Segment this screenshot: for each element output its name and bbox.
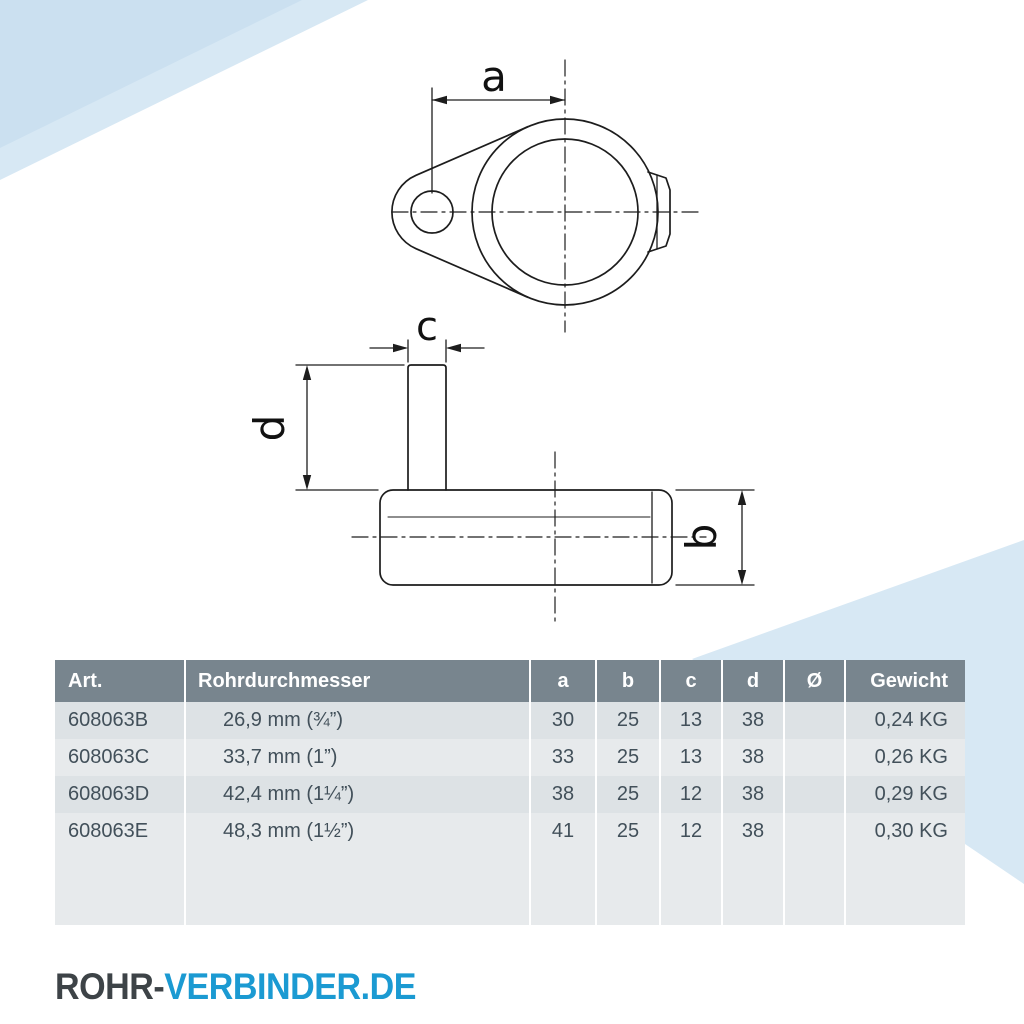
cell-d: 38 (721, 813, 784, 850)
col-header-a: a (529, 660, 596, 702)
dim-label-a: a (481, 52, 507, 101)
pin-outline (407, 364, 447, 491)
table-row: 608063B 26,9 mm (¾”) 30 25 13 38 0,24 KG (55, 702, 965, 739)
dim-label-c: c (416, 304, 438, 350)
col-header-d: d (721, 660, 784, 702)
cell-gewicht: 0,24 KG (844, 702, 965, 739)
cell-c: 12 (659, 776, 722, 813)
cell-durchmesser: 48,3 mm (1½”) (184, 813, 530, 850)
table-row: 608063E 48,3 mm (1½”) 41 25 12 38 0,30 K… (55, 813, 965, 850)
cell-b: 25 (595, 739, 660, 776)
cell-durchmesser: 26,9 mm (¾”) (184, 702, 530, 739)
cell-art: 608063D (55, 776, 185, 813)
dim-label-d: d (245, 415, 294, 442)
cell-diameter (783, 739, 845, 776)
table-header-row: Art. Rohrdurchmesser a b c d Ø Gewicht (55, 660, 965, 702)
cell-diameter (783, 813, 845, 850)
table-row: 608063C 33,7 mm (1”) 33 25 13 38 0,26 KG (55, 739, 965, 776)
table-row: 608063D 42,4 mm (1¼”) 38 25 12 38 0,29 K… (55, 776, 965, 813)
cell-art: 608063B (55, 702, 185, 739)
logo-text-verbinder: VERBINDER.DE (164, 966, 416, 1007)
col-header-c: c (659, 660, 722, 702)
cell-d: 38 (721, 739, 784, 776)
col-header-art: Art. (55, 660, 185, 702)
col-header-rohrdurchmesser: Rohrdurchmesser (184, 660, 530, 702)
corner-accent-top-left-inner (0, 0, 302, 148)
side-view-drawing: c d b (245, 304, 755, 623)
cell-a: 41 (529, 813, 596, 850)
col-header-gewicht: Gewicht (844, 660, 965, 702)
dimension-d (295, 364, 405, 491)
cell-c: 13 (659, 702, 722, 739)
cell-b: 25 (595, 813, 660, 850)
cell-b: 25 (595, 702, 660, 739)
dimension-b (675, 489, 755, 586)
clip-tab-outline (647, 171, 671, 253)
product-spec-table: Art. Rohrdurchmesser a b c d Ø Gewicht 6… (55, 660, 965, 925)
top-view-drawing: a (391, 52, 701, 333)
cell-gewicht: 0,26 KG (844, 739, 965, 776)
dimension-a (431, 87, 566, 194)
cell-c: 12 (659, 813, 722, 850)
cell-d: 38 (721, 702, 784, 739)
cell-gewicht: 0,30 KG (844, 813, 965, 850)
col-header-b: b (595, 660, 660, 702)
table-filler-row (55, 850, 965, 925)
cell-art: 608063E (55, 813, 185, 850)
logo: ROHR-VERBINDER.DE (55, 966, 416, 1008)
cell-d: 38 (721, 776, 784, 813)
logo-text-rohr: ROHR- (55, 966, 165, 1007)
cell-gewicht: 0,29 KG (844, 776, 965, 813)
dimension-c (369, 339, 485, 363)
cell-diameter (783, 702, 845, 739)
technical-drawing: a c (245, 52, 755, 623)
cell-a: 38 (529, 776, 596, 813)
col-header-diameter: Ø (783, 660, 845, 702)
cell-diameter (783, 776, 845, 813)
cell-b: 25 (595, 776, 660, 813)
cell-a: 30 (529, 702, 596, 739)
dim-label-b: b (677, 524, 726, 551)
cell-durchmesser: 42,4 mm (1¼”) (184, 776, 530, 813)
cell-a: 33 (529, 739, 596, 776)
cell-durchmesser: 33,7 mm (1”) (184, 739, 530, 776)
cell-c: 13 (659, 739, 722, 776)
cell-art: 608063C (55, 739, 185, 776)
